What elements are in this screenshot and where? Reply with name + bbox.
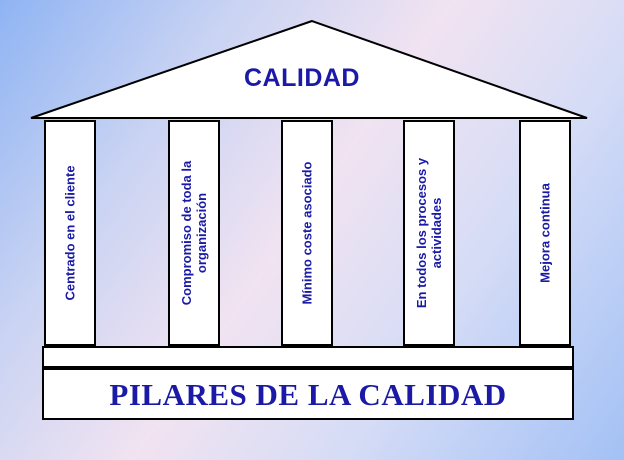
pillar-label: Centrado en el cliente bbox=[62, 165, 78, 301]
pillar-label: Compromiso de toda la organización bbox=[179, 160, 209, 306]
base-platform: PILARES DE LA CALIDAD bbox=[42, 368, 574, 420]
base-title: PILARES DE LA CALIDAD bbox=[109, 377, 507, 412]
base-step bbox=[42, 346, 574, 368]
pillar-label: Mínimo coste asociado bbox=[299, 161, 315, 305]
pillar-minimo-coste: Mínimo coste asociado bbox=[281, 120, 333, 346]
pillar-compromiso-organizacion: Compromiso de toda la organización bbox=[168, 120, 220, 346]
pillar-centrado-cliente: Centrado en el cliente bbox=[44, 120, 96, 346]
pillar-mejora-continua: Mejora continua bbox=[519, 120, 571, 346]
roof-pediment bbox=[30, 19, 588, 119]
pillar-todos-procesos: En todos los procesos y actividades bbox=[403, 120, 455, 346]
pillar-label: Mejora continua bbox=[537, 183, 553, 283]
pillar-label: En todos los procesos y actividades bbox=[414, 157, 444, 309]
roof-title: CALIDAD bbox=[244, 64, 360, 92]
